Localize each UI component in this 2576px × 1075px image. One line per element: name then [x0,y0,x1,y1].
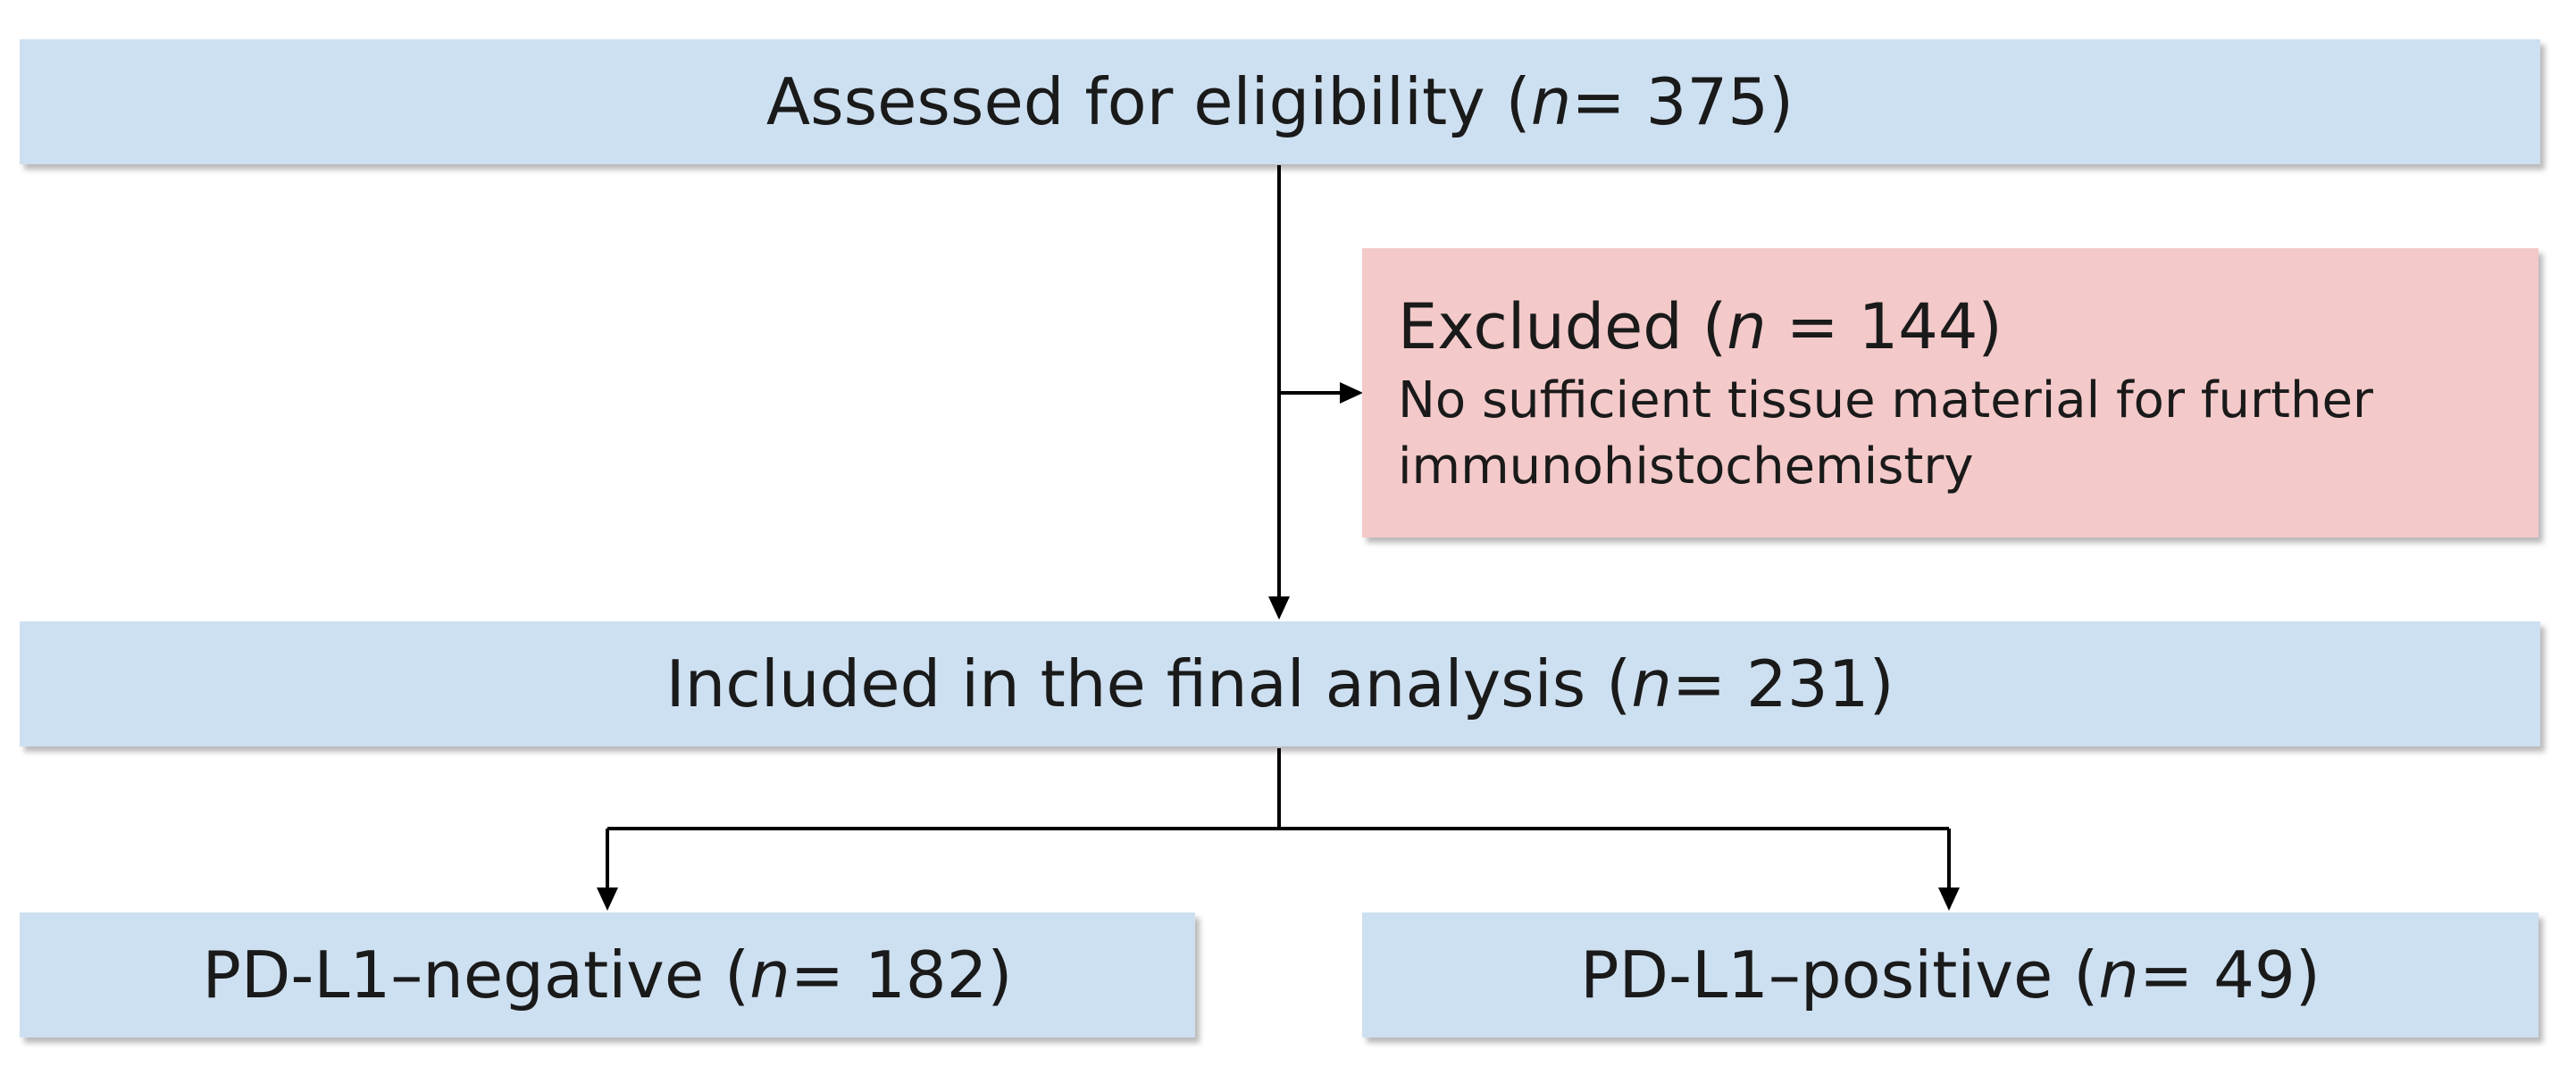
pdl1-negative-box: PD-L1–negative (n = 182) [20,912,1195,1038]
arrowhead-included [1268,596,1290,620]
negative-label: PD-L1–negative ( [202,938,750,1012]
assessed-box: Assessed for eligibility (n = 375) [20,39,2540,164]
included-n-symbol: n [1631,646,1672,721]
positive-n-symbol: n [2098,938,2139,1012]
excluded-label: Excluded ( [1398,290,1727,363]
pdl1-positive-box: PD-L1–positive (n = 49) [1362,912,2538,1038]
excluded-reason: No sufficient tissue material for furthe… [1398,371,2373,496]
included-box: Included in the final analysis (n = 231) [20,621,2540,746]
included-label: Included in the final analysis ( [665,646,1632,721]
included-count: = 231) [1671,646,1894,721]
arrowhead-excluded [1340,382,1363,404]
excluded-count: = 144) [1766,290,2003,363]
assessed-count: = 375) [1571,64,1794,139]
arrowhead-positive [1938,888,1960,911]
assessed-label: Assessed for eligibility ( [765,64,1531,139]
excluded-box: Excluded (n = 144) No sufficient tissue … [1362,248,2538,538]
positive-label: PD-L1–positive ( [1580,938,2099,1012]
excluded-title: Excluded (n = 144) [1398,286,2003,368]
excluded-n-symbol: n [1727,290,1767,363]
positive-count: = 49) [2138,938,2321,1012]
assessed-n-symbol: n [1530,64,1572,139]
arrowhead-negative [597,888,618,911]
negative-n-symbol: n [749,938,790,1012]
negative-count: = 182) [790,938,1013,1012]
